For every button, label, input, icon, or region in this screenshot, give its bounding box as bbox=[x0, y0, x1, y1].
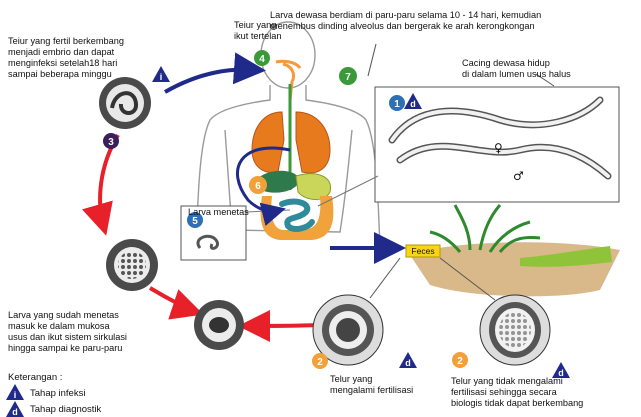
stomach bbox=[296, 174, 331, 200]
svg-text:d: d bbox=[405, 358, 411, 368]
triangle-d-fertile: d bbox=[399, 352, 417, 368]
svg-text:2: 2 bbox=[317, 357, 323, 368]
badge-4: 4 bbox=[254, 50, 270, 66]
organs bbox=[252, 61, 333, 240]
legend-infective-label: Tahap infeksi bbox=[30, 388, 85, 399]
svg-text:2: 2 bbox=[457, 356, 463, 367]
svg-text:d: d bbox=[410, 99, 416, 109]
feces-label: Feces bbox=[411, 246, 434, 256]
small-intestine bbox=[282, 202, 312, 229]
triangle-i-egg: i bbox=[152, 66, 170, 82]
legend-title: Keterangan : bbox=[8, 372, 62, 383]
svg-text:7: 7 bbox=[345, 72, 351, 83]
label-fertile-egg: Telur yang mengalami fertilisasi bbox=[330, 374, 413, 396]
female-symbol: ♀ bbox=[494, 141, 503, 155]
svg-text:6: 6 bbox=[255, 181, 261, 192]
label-stage-5: Larva menetas bbox=[188, 207, 249, 218]
badge-1: 1 bbox=[389, 95, 405, 111]
badge-3: 3 bbox=[103, 133, 119, 149]
label-stage-3: Teiur yang fertil berkembang menjadi emb… bbox=[8, 36, 124, 80]
svg-text:d: d bbox=[12, 407, 18, 417]
badge-2b: 2 bbox=[452, 352, 468, 368]
label-stage-7: Larva dewasa berdiam di paru-paru selama… bbox=[270, 10, 541, 32]
soil-plants bbox=[406, 205, 620, 296]
left-lung bbox=[252, 112, 284, 173]
male-symbol: ♂ bbox=[513, 169, 524, 183]
svg-text:4: 4 bbox=[259, 54, 265, 65]
svg-text:1: 1 bbox=[394, 99, 400, 110]
egg-unfertilized bbox=[480, 295, 550, 365]
label-stage-1: Cacing dewasa hidup di dalam lumen usus … bbox=[462, 58, 571, 80]
svg-text:i: i bbox=[160, 72, 163, 82]
label-stage-6: Larva yang sudah menetas masuk ke dalam … bbox=[8, 310, 127, 354]
label-unfertile-egg: Telur yang tidak mengalami fertilisasi s… bbox=[451, 376, 583, 409]
badge-7: 7 bbox=[339, 67, 357, 85]
legend-diagnostic-label: Tahap diagnostik bbox=[30, 404, 101, 415]
egg-cleavage bbox=[106, 239, 158, 291]
legend-infective-icon: i bbox=[6, 384, 24, 400]
badge-2a: 2 bbox=[312, 353, 328, 369]
legend-diagnostic-icon: d bbox=[6, 401, 24, 417]
svg-text:3: 3 bbox=[108, 137, 114, 148]
svg-text:i: i bbox=[14, 390, 17, 400]
egg-early bbox=[194, 300, 244, 350]
egg-embryonated bbox=[99, 77, 151, 129]
badge-6: 6 bbox=[249, 176, 267, 194]
right-lung bbox=[296, 112, 330, 173]
